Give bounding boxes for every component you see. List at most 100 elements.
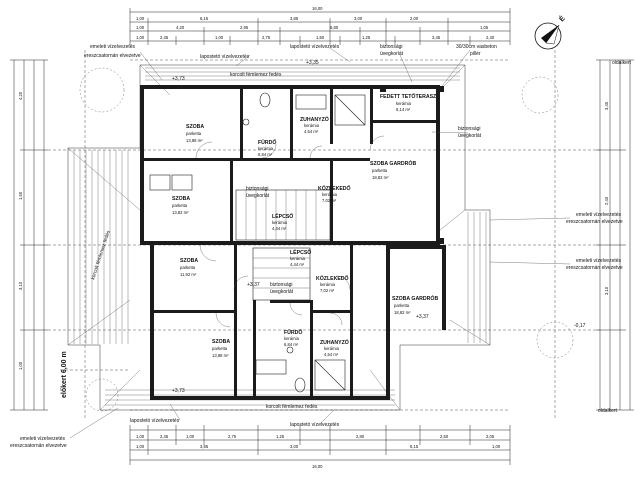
dim-bottom-7: 2,50 — [440, 434, 449, 439]
room-zuhanyzo-1: ZUHANYZÓ kerámia 4,54 m² — [300, 115, 329, 134]
dim-left-1: 4,20 — [18, 91, 23, 100]
room-area: 13,88 m² — [186, 138, 203, 143]
room-kozlekedo-2: KÖZLEKEDŐ kerámia 7,02 m² — [316, 275, 349, 293]
note-biztonsagi-mid: biztonsági — [246, 186, 269, 192]
note-eresz-bottom: ereszcsatornán elvezetve — [10, 443, 67, 449]
room-szoba-gardrob-2: SZOBA GARDRÓB parketta 18,82 m² — [392, 294, 438, 315]
roof-outline — [67, 64, 491, 411]
room-kozlekedo-1: KÖZLEKEDŐ kerámia 7,02 m² — [318, 185, 351, 203]
room-name: SZOBA GARDRÓB — [392, 294, 438, 302]
room-name: FÜRDŐ — [284, 329, 302, 336]
room-name: SZOBA — [186, 124, 204, 130]
annotations: emeleti vízelvezetés ereszcsatornán elve… — [10, 44, 632, 449]
room-floor: kerámia — [272, 220, 288, 225]
room-floor: parketta — [180, 265, 196, 270]
dim-bottom-r2-1: 1,00 — [136, 444, 145, 449]
dim-top-2: 6,15 — [200, 16, 209, 21]
dim-bottom-r2-3: 3,00 — [290, 444, 299, 449]
dim-top-r2-3: 2,95 — [240, 25, 249, 30]
room-area: 13,88 m² — [212, 353, 229, 358]
note-biztonsagi-right: biztonsági — [458, 126, 481, 132]
note-oldalkert-bottom: oldalkert — [598, 408, 618, 414]
dim-top-4: 3,00 — [354, 16, 363, 21]
room-area: 13,82 m² — [172, 210, 189, 215]
room-name: KÖZLEKEDŐ — [318, 185, 351, 192]
dimension-lines-bottom: 1,00 2,45 1,00 2,75 1,25 2,80 2,50 2,05 … — [129, 425, 511, 469]
note-uvegkorlat-lower: üvegkorlát — [270, 289, 294, 295]
dim-top-r3-6: 1,25 — [362, 35, 371, 40]
dim-bottom-1: 1,00 — [136, 434, 145, 439]
note-oldalkert-top: oldalkert — [612, 60, 632, 66]
room-name: SZOBA — [180, 258, 198, 264]
room-floor: kerámia — [290, 256, 306, 261]
room-name: LÉPCSŐ — [290, 248, 311, 256]
room-name: LÉPCSŐ — [272, 212, 293, 220]
north-arrow-icon: É — [534, 14, 567, 50]
room-furdo-1: FÜRDŐ kerámia 6,84 m² — [258, 139, 276, 157]
note-korcolt-bottom: korcolt fémlemez fedés — [266, 404, 318, 410]
level-bottom: +3,73 — [172, 388, 185, 394]
dim-top-r3-4: 2,75 — [262, 35, 271, 40]
room-lepcso-2: LÉPCSŐ kerámia 4,44 m² — [290, 248, 311, 267]
room-floor: parketta — [212, 346, 228, 351]
note-korcolt-top: korcolt fémlemez fedés — [230, 72, 282, 78]
note-eresz-right-1: ereszcsatornán elvezetve — [566, 219, 623, 225]
room-area: 6,84 m² — [284, 342, 299, 347]
dimension-lines-right: 3,45 2,40 3,10 — [596, 59, 634, 411]
dim-top-r3-2: 2,45 — [160, 35, 169, 40]
dim-left-4: 1,00 — [18, 361, 23, 370]
room-floor: kerámia — [322, 192, 338, 197]
dim-bottom-8: 2,05 — [486, 434, 495, 439]
room-szoba-1: SZOBA parketta 13,88 m² — [186, 124, 204, 143]
dim-right-3: 3,10 — [604, 286, 609, 295]
dim-bottom-4: 2,75 — [228, 434, 237, 439]
dim-top-r3-3: 1,00 — [215, 35, 224, 40]
room-area: 4,54 m² — [304, 129, 319, 134]
level-right-mid: +3,37 — [416, 314, 429, 320]
room-name: FEDETT TETŐTERASZ — [380, 93, 437, 100]
room-name: FÜRDŐ — [258, 139, 276, 146]
dim-bottom-r2-4: 6,15 — [410, 444, 419, 449]
room-name: SZOBA GARDRÓB — [370, 159, 416, 167]
dim-top-r2-5: 1,05 — [480, 25, 489, 30]
room-area: 18,82 m² — [394, 310, 411, 315]
dim-total-bottom: 16,00 — [312, 464, 323, 469]
stairs — [235, 189, 331, 301]
note-emeleti-right-2: emeleti vízelvezetés — [576, 258, 622, 264]
room-area: 18,82 m² — [372, 175, 389, 180]
room-name: ZUHANYZÓ — [320, 338, 349, 346]
note-emeleti-top: emeleti vízelvezetés — [90, 44, 136, 50]
note-emeleti-bottom: emeleti vízelvezetés — [20, 436, 66, 442]
dim-bottom-6: 2,80 — [356, 434, 365, 439]
dim-top-r3-7: 3,45 — [432, 35, 441, 40]
dim-top-r3-5: 1,50 — [316, 35, 325, 40]
dim-total-top: 16,00 — [312, 6, 323, 11]
room-area: 4,44 m² — [272, 226, 287, 231]
dim-bottom-5: 1,25 — [276, 434, 285, 439]
room-name: SZOBA — [172, 196, 190, 202]
dimension-lines-top: 16,00 1,00 6,15 3,85 3,00 2,00 1,00 4,20… — [129, 6, 511, 45]
room-floor: parketta — [186, 131, 202, 136]
dim-top-5: 2,00 — [410, 16, 419, 21]
level-top-right: +3,35 — [306, 60, 319, 66]
note-emeleti-right-1: emeleti vízelvezetés — [576, 212, 622, 218]
room-floor: parketta — [394, 303, 410, 308]
dim-top-r3-8: 2,40 — [486, 35, 495, 40]
room-name: KÖZLEKEDŐ — [316, 275, 349, 282]
dim-top-1: 1,00 — [136, 16, 145, 21]
room-area: 11,92 m² — [180, 272, 197, 277]
level-left-mid: +3,37 — [247, 282, 260, 288]
walls — [140, 85, 446, 400]
room-area: 7,02 m² — [320, 288, 335, 293]
room-area: 7,02 m² — [322, 198, 337, 203]
room-szoba-2: SZOBA parketta 13,82 m² — [172, 196, 190, 215]
note-eresz-right-2: ereszcsatornán elvezetve — [566, 265, 623, 271]
room-area: 6,84 m² — [258, 152, 273, 157]
room-name: ZUHANYZÓ — [300, 115, 329, 123]
note-laposteto-bottom-left: lapostetó vízelvezetés — [130, 418, 180, 424]
room-floor: parketta — [172, 203, 188, 208]
dim-left-3: 3,10 — [18, 281, 23, 290]
fixtures — [149, 92, 366, 393]
dim-right-1: 3,45 — [604, 101, 609, 110]
